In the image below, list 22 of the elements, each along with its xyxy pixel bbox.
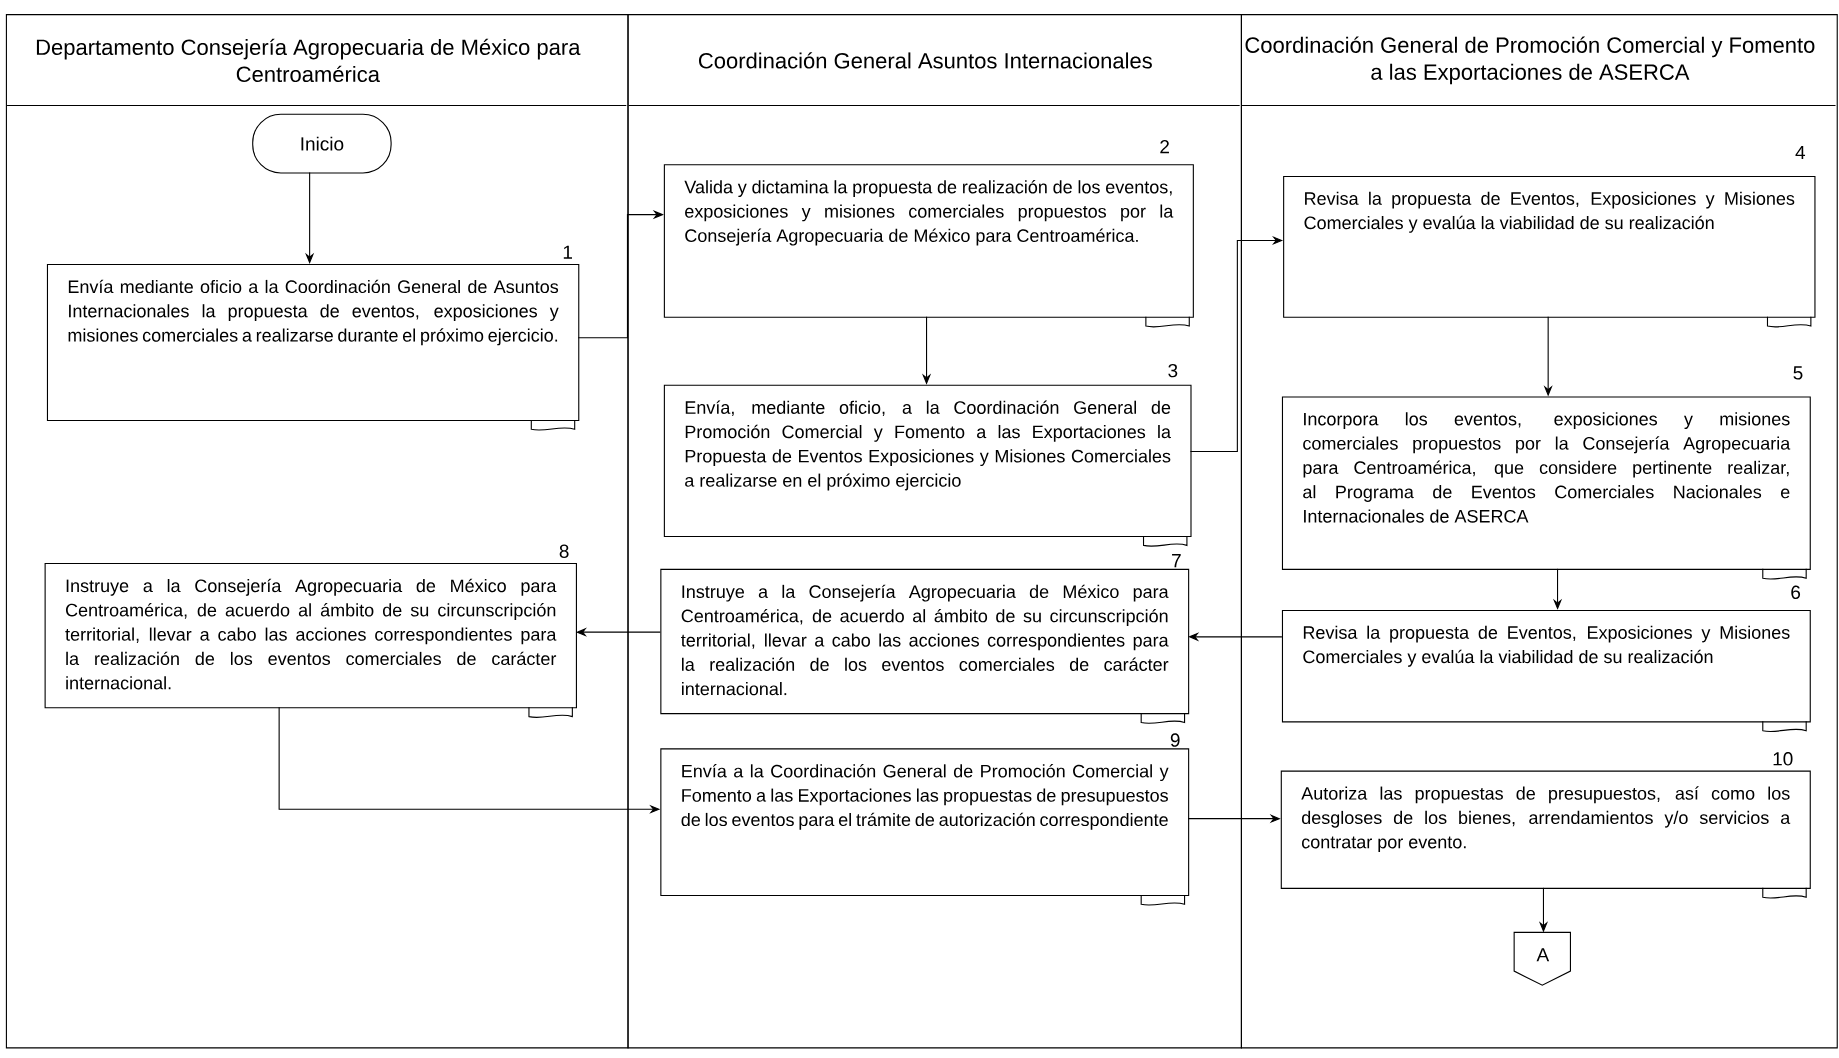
document-box: Instruye a la Consejería Agropecuaria de México para Centroamérica, de acuerdo al ámbito de su circunscripción territorial, llevar a cabo las acciones correspondientes para la realización de los eventos comerciales de carácter internacional. — [44, 562, 577, 719]
step-number: 2 — [1160, 139, 1169, 154]
step-number: 1 — [563, 245, 572, 259]
document-box: Instruye a la Consejería Agropecuaria de México para Centroamérica, de acuerdo al ámbito de su circunscripción territorial, llevar a cabo las acciones correspondientes para la realización de los eventos comerciales de carácter internacional. — [660, 568, 1190, 724]
document-box: Autoriza las propuestas de presupuestos, así como los desgloses de los bienes, arrendamientos y/o servicios a contratar por evento. — [1280, 770, 1811, 899]
step-number: 10 — [1773, 752, 1793, 766]
document-box: Revisa la propuesta de Eventos, Exposiciones y Misiones Comerciales y evalúa la viabilidad de su realización — [1281, 609, 1811, 733]
document-box: Envía mediante oficio a la Coordinación General de Asuntos Internacionales la propuesta de eventos, exposiciones y misiones comerciales a realizarse durante el próximo ejercicio. — [46, 263, 580, 431]
document-box: Revisa la propuesta de Eventos, Exposiciones y Misiones Comerciales y evalúa la viabilidad de su realización — [1283, 175, 1816, 328]
step-number: 4 — [1795, 145, 1806, 159]
step-number: 3 — [1168, 363, 1178, 378]
step-number: 9 — [1170, 733, 1180, 747]
document-box: Incorpora los eventos, exposiciones y misiones comerciales propuestos por la Consejería Agropecuaria para Centroamérica, que considere pertinente realizar, al Programa de Eventos Comerciales Nacionales e Internacionales de ASERCA — [1281, 396, 1811, 580]
start-terminator: Inicio — [252, 113, 392, 174]
document-box: Valida y dictamina la propuesta de realización de los eventos, exposiciones y misiones comerciales propuestos por la Consejería Agropecuaria de México para Centroamérica. — [663, 164, 1194, 328]
step-number: 8 — [559, 544, 569, 558]
off-page-connector: A — [1513, 931, 1571, 986]
step-number: 5 — [1793, 366, 1803, 380]
document-box: Envía, mediante oficio, a la Coordinación General de Promoción Comercial y Fomento a las Exportaciones la Propuesta de Eventos Exposiciones y Misiones Comerciales a realizarse en el próximo ejercicio — [663, 384, 1192, 547]
document-box: Envía a la Coordinación General de Promoción Comercial y Fomento a las Exportaciones las propuestas de presupuestos de los eventos para el trámite de autorización correspondiente — [660, 748, 1190, 906]
step-number: 7 — [1172, 554, 1181, 568]
step-number: 6 — [1791, 585, 1801, 599]
